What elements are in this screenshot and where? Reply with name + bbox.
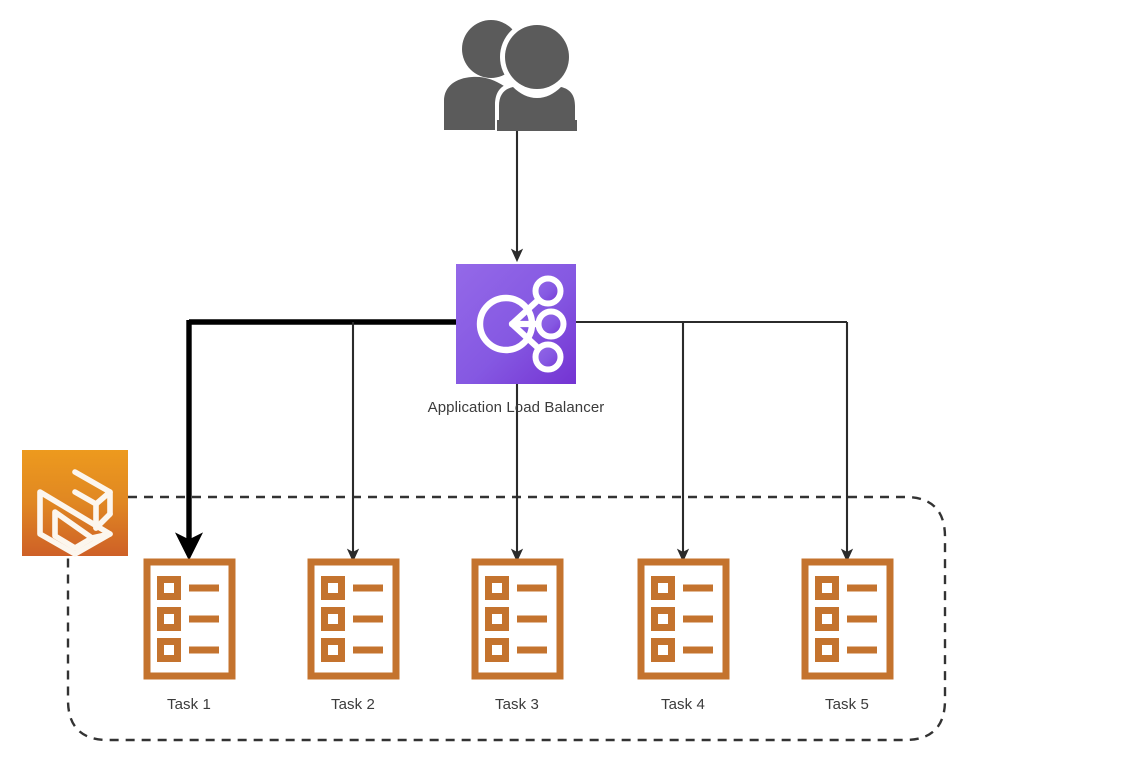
task-icon-group bbox=[143, 558, 894, 680]
task-icon-2[interactable] bbox=[307, 558, 400, 680]
task-icon-4[interactable] bbox=[637, 558, 730, 680]
task-label-5: Task 5 bbox=[825, 696, 869, 713]
task-label-1: Task 1 bbox=[167, 696, 211, 713]
task-label-4: Task 4 bbox=[661, 696, 705, 713]
ecs-container-icon[interactable] bbox=[22, 450, 128, 557]
task-label-3: Task 3 bbox=[495, 696, 539, 713]
ecs-cluster-boundary bbox=[66, 495, 947, 742]
task-label-2: Task 2 bbox=[331, 696, 375, 713]
task-icon-3[interactable] bbox=[471, 558, 564, 680]
task-icon-5[interactable] bbox=[801, 558, 894, 680]
load-balancer-label: Application Load Balancer bbox=[427, 399, 605, 416]
users-icon bbox=[444, 20, 579, 131]
application-load-balancer-icon[interactable] bbox=[456, 264, 576, 384]
task-icon-1[interactable] bbox=[143, 558, 236, 680]
